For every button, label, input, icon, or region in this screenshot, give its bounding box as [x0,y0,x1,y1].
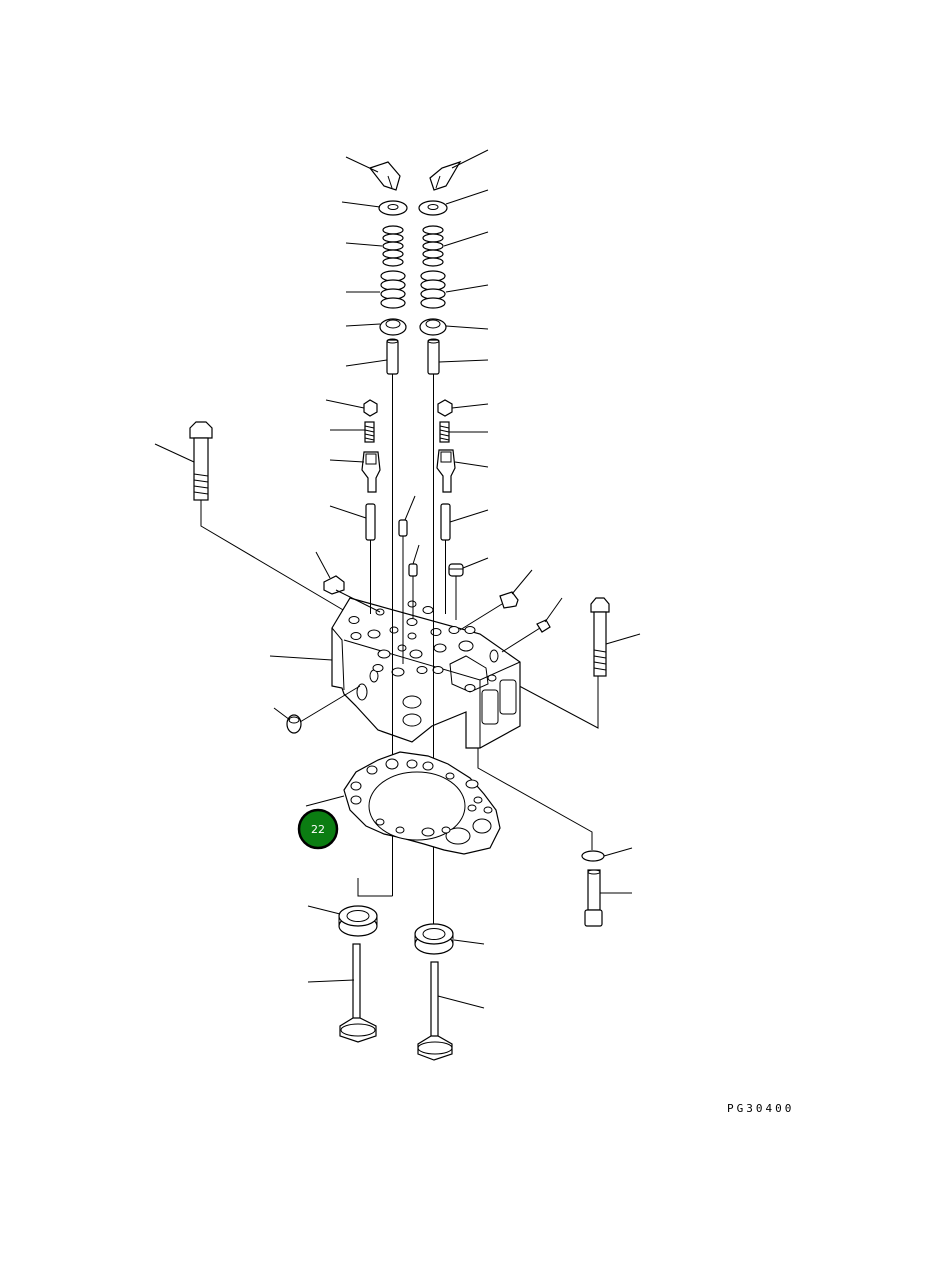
outer-valve-springs [346,270,489,309]
spring-seats [345,318,489,336]
dowel-pins [398,495,420,577]
valve-seat-exhaust [414,923,485,955]
spring-retainers [341,189,489,216]
valve-seat-intake [307,878,393,937]
callout-number: 22 [311,823,325,836]
inner-valve-springs [345,225,489,267]
adjusting-screws [330,421,488,443]
crossheads [329,449,489,493]
plugs [315,551,563,633]
expansion-plug-left [273,685,361,734]
valve-guides [345,338,489,375]
callout-badge[interactable]: 22 [297,808,339,850]
reference-code: PG30400 [727,1102,794,1115]
head-bolt-right [507,597,641,729]
head-gasket [305,751,501,855]
head-bolt-left [154,421,351,615]
lock-nuts [325,399,489,417]
callout-circle[interactable] [297,808,339,850]
valve-cotters [345,149,489,191]
exhaust-valve [417,961,485,1061]
injector-sleeve-parts [477,748,633,927]
intake-valve [307,943,377,1043]
cylinder-head-leader [269,655,333,661]
cylinder-head [331,597,521,749]
